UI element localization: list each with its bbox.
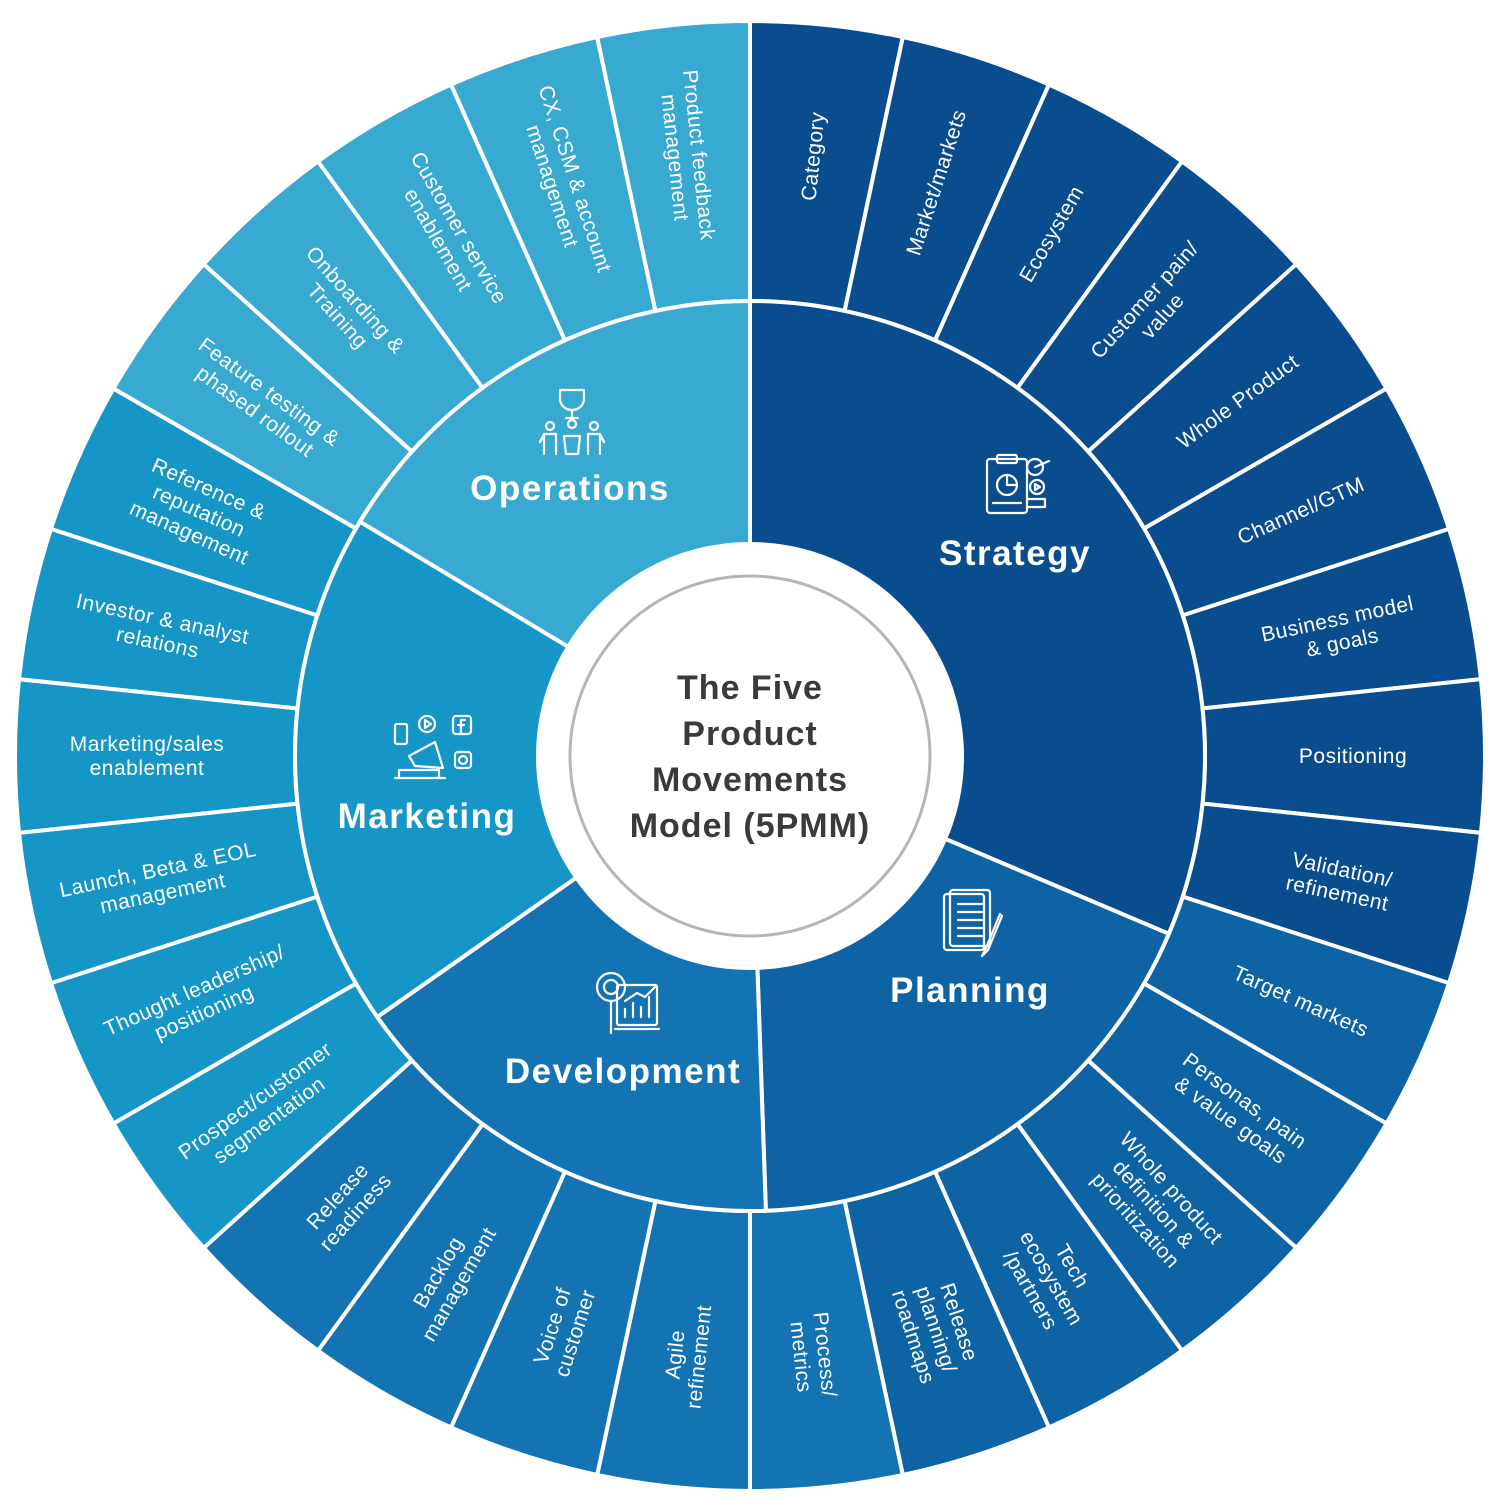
segment-business-model-goals: Business model& goals bbox=[1180, 526, 1484, 711]
segment-product-feedback-management: Product feedbackmanagement bbox=[594, 18, 752, 314]
segment-agile-refinement: Agilerefinement bbox=[594, 1198, 752, 1494]
segment-cx-csm-account-management: CX, CSM & accountmanagement bbox=[448, 34, 658, 343]
sector-development bbox=[374, 874, 768, 1213]
sector-operations bbox=[357, 298, 752, 650]
sector-strategy bbox=[748, 298, 1207, 937]
strategy-icon bbox=[985, 453, 1051, 515]
category-label-development: Development bbox=[505, 1052, 741, 1091]
category-label-operations: Operations bbox=[470, 469, 670, 508]
segment-whole-product-definition-prioritization: Whole productdefinition &prioritization bbox=[1014, 1057, 1300, 1354]
category-label-strategy: Strategy bbox=[939, 534, 1091, 573]
segment-release-readiness: Releasereadiness bbox=[200, 1057, 486, 1354]
segment-market-markets: Market/markets bbox=[842, 34, 1052, 343]
marketing-icon bbox=[393, 714, 473, 780]
center-disc bbox=[544, 550, 956, 962]
segment-launch-beta-eol-management: Launch, Beta & EOLmanagement bbox=[16, 801, 320, 986]
segment-label: Positioning bbox=[1299, 745, 1407, 768]
segment-validation-refinement: Validation/refinement bbox=[1180, 801, 1484, 986]
sector-planning bbox=[755, 836, 1172, 1213]
category-icons bbox=[393, 388, 1051, 1035]
segment-label: Process/metrics bbox=[785, 1311, 841, 1401]
segment-backlog-management: Backlogmanagement bbox=[315, 1121, 568, 1431]
category-label-planning: Planning bbox=[890, 971, 1050, 1010]
segment-onboarding-training: Onboarding &Training bbox=[200, 158, 486, 455]
segment-label: Releaseplanning/roadmaps bbox=[887, 1272, 985, 1387]
segment-thought-leadership-positioning: Thought leadership/positioning bbox=[48, 894, 359, 1127]
segment-whole-product: Whole Product bbox=[1085, 261, 1390, 532]
category-label-marketing: Marketing bbox=[338, 797, 517, 836]
planning-icon bbox=[942, 888, 1004, 958]
operations-icon bbox=[538, 388, 606, 456]
center-ring bbox=[568, 574, 932, 938]
development-icon bbox=[595, 971, 661, 1035]
segment-tech-ecosystem-partners: Techecosystem/partners bbox=[932, 1121, 1185, 1431]
segment-customer-service-enablement: Customer serviceenablement bbox=[315, 81, 568, 391]
